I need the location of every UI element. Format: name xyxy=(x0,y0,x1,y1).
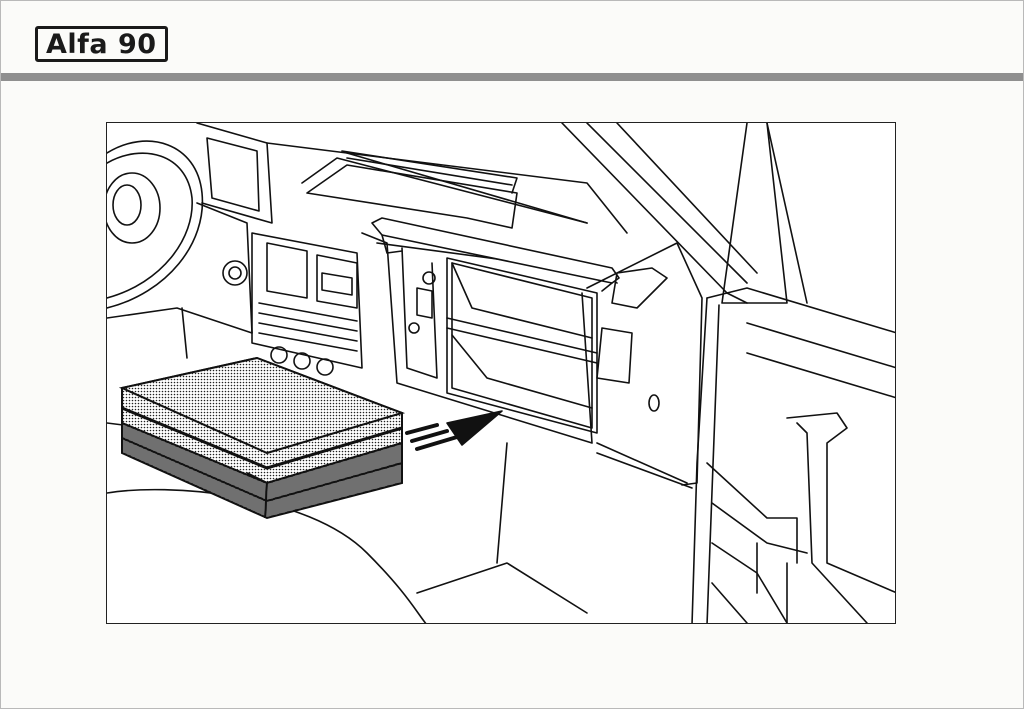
dashboard-drawing xyxy=(107,123,895,623)
line-illustration xyxy=(106,122,896,624)
header-rule xyxy=(1,73,1023,81)
glovebox xyxy=(361,232,618,444)
page-header: Alfa 90 xyxy=(1,1,1023,73)
floor-and-seat xyxy=(107,422,693,623)
glovebox-lid xyxy=(371,217,620,292)
air-vents xyxy=(586,242,703,486)
insert-arrow xyxy=(405,410,503,451)
door-panel xyxy=(691,287,895,623)
center-console xyxy=(107,202,363,376)
steering-wheel xyxy=(107,140,204,309)
briefcase-box xyxy=(118,356,406,520)
brand-title: Alfa 90 xyxy=(46,28,157,60)
brand-logo-box: Alfa 90 xyxy=(35,26,168,62)
dashboard-top xyxy=(196,123,628,234)
